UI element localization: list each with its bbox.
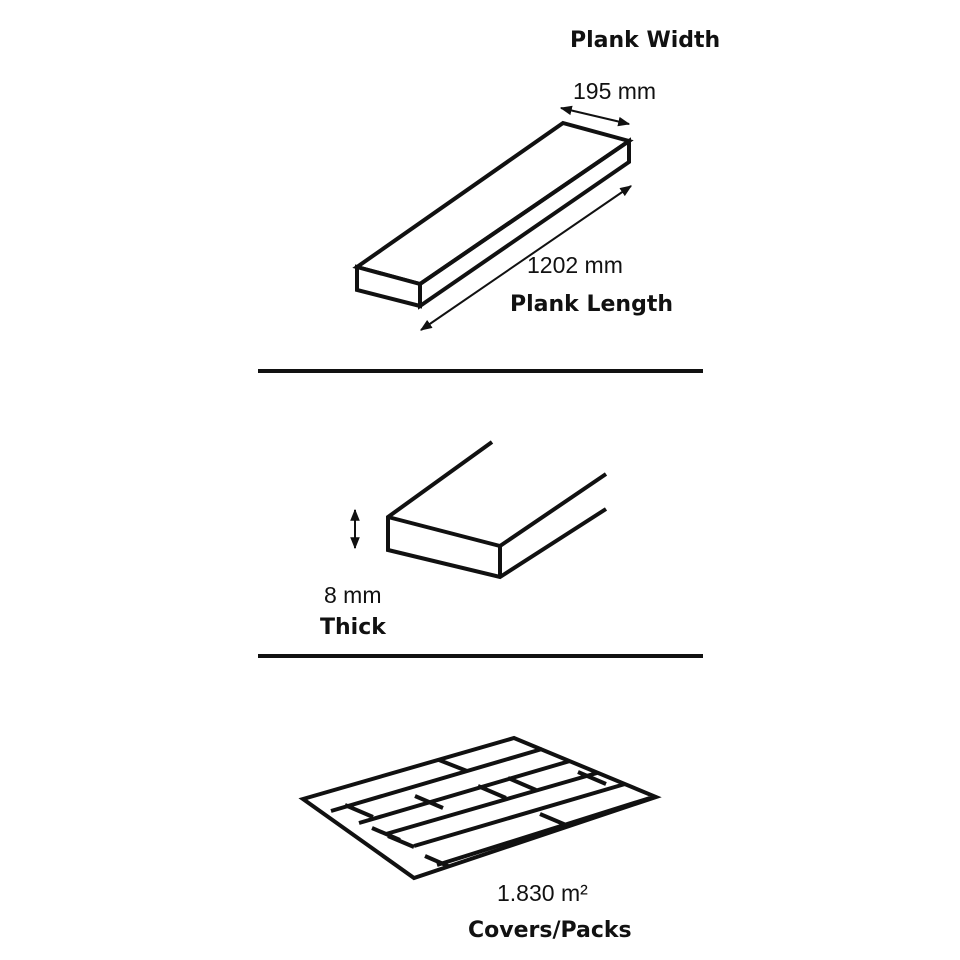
plank-length-value: 1202 mm bbox=[527, 252, 623, 278]
width-double-arrow-icon bbox=[559, 105, 631, 127]
plank-length-label: Plank Length bbox=[510, 292, 673, 317]
plank-width-label: Plank Width bbox=[570, 28, 721, 53]
floor-pattern-icon bbox=[298, 735, 662, 881]
coverage-label: Covers/Packs bbox=[468, 918, 632, 943]
plank-width-value: 195 mm bbox=[573, 78, 657, 104]
length-double-arrow-icon bbox=[420, 185, 632, 331]
thickness-value: 8 mm bbox=[324, 582, 382, 608]
coverage-value: 1.830 m² bbox=[497, 880, 588, 906]
thickness-label: Thick bbox=[320, 615, 386, 640]
plank-edge-icon bbox=[386, 440, 608, 580]
